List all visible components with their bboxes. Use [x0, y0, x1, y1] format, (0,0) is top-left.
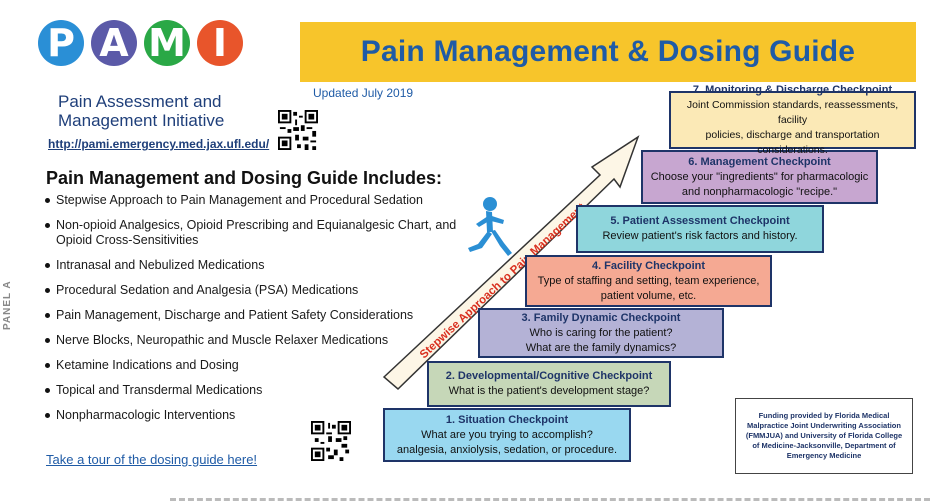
logo-letter-p: P	[38, 20, 84, 66]
step-title: 1. Situation Checkpoint	[445, 413, 569, 426]
step-title: 7. Monitoring & Discharge Checkpoint	[692, 83, 893, 96]
pami-website-link[interactable]: http://pami.emergency.med.jax.ufl.edu/	[48, 137, 270, 151]
step-text: What are you trying to accomplish?	[421, 428, 593, 441]
step-title: 4. Facility Checkpoint	[591, 259, 706, 272]
step-5-patient-assessment: 5. Patient Assessment Checkpoint Review …	[576, 205, 824, 253]
list-item: Pain Management, Discharge and Patient S…	[44, 308, 474, 323]
logo-subtitle-line1: Pain Assessment and	[58, 92, 222, 111]
step-title: 5. Patient Assessment Checkpoint	[610, 215, 790, 227]
step-text: What are the family dynamics?	[525, 341, 677, 354]
logo-subtitle-line2: Management Initiative	[58, 111, 225, 130]
step-6-management: 6. Management Checkpoint Choose your "in…	[641, 150, 878, 204]
list-item: Intranasal and Nebulized Medications	[44, 258, 474, 273]
step-4-facility: 4. Facility Checkpoint Type of staffing …	[525, 255, 772, 307]
list-item: Nonpharmacologic Interventions	[44, 408, 474, 423]
divider	[170, 498, 930, 501]
includes-list: Stepwise Approach to Pain Management and…	[44, 193, 474, 423]
list-item: Non-opioid Analgesics, Opioid Prescribin…	[44, 218, 466, 248]
title-banner: Pain Management & Dosing Guide	[300, 22, 916, 82]
step-text: and nonpharmacologic "recipe."	[681, 185, 838, 198]
pami-logo: P A M I	[38, 20, 243, 66]
tour-link[interactable]: Take a tour of the dosing guide here!	[46, 452, 258, 467]
qr-code-icon[interactable]	[278, 110, 318, 150]
list-item: Procedural Sedation and Analgesia (PSA) …	[44, 283, 474, 298]
step-text: Joint Commission standards, reassessment…	[686, 98, 899, 126]
updated-date: Updated July 2019	[313, 86, 414, 100]
panel-label: PANEL A	[2, 280, 13, 330]
step-7-monitoring-discharge: 7. Monitoring & Discharge Checkpoint Joi…	[669, 84, 916, 156]
logo-letter-m: M	[144, 20, 190, 66]
step-text: patient volume, etc.	[600, 289, 697, 302]
step-text: Type of staffing and setting, team exper…	[537, 274, 760, 287]
logo-letter-a: A	[91, 20, 137, 66]
step-text: policies, discharge and transportation c…	[705, 128, 880, 156]
logo-subtitle: Pain Assessment and Management Initiativ…	[58, 92, 278, 130]
step-2-developmental: 2. Developmental/Cognitive Checkpoint Wh…	[427, 361, 671, 407]
list-item: Nerve Blocks, Neuropathic and Muscle Rel…	[44, 333, 474, 348]
list-item: Topical and Transdermal Medications	[44, 383, 474, 398]
step-text: Review patient's risk factors and histor…	[602, 230, 798, 242]
list-item: Ketamine Indications and Dosing	[44, 358, 474, 373]
step-1-situation: 1. Situation Checkpoint What are you try…	[383, 408, 631, 462]
step-text: analgesia, anxiolysis, sedation, or proc…	[396, 443, 618, 456]
page-title: Pain Management & Dosing Guide	[360, 35, 856, 68]
step-title: 6. Management Checkpoint	[688, 155, 831, 168]
step-title: 2. Developmental/Cognitive Checkpoint	[445, 370, 653, 382]
step-3-family-dynamic: 3. Family Dynamic Checkpoint Who is cari…	[478, 308, 724, 358]
qr-code-tour-icon[interactable]	[311, 421, 351, 461]
logo-letter-i: I	[197, 20, 243, 66]
includes-heading: Pain Management and Dosing Guide Include…	[46, 168, 443, 188]
list-item: Stepwise Approach to Pain Management and…	[44, 193, 474, 208]
step-title: 3. Family Dynamic Checkpoint	[521, 311, 681, 324]
step-text: Choose your "ingredients" for pharmacolo…	[650, 170, 869, 183]
step-text: What is the patient's development stage?	[448, 385, 650, 397]
funding-note: Funding provided by Florida Medical Malp…	[735, 398, 913, 474]
walking-figure-icon	[468, 197, 512, 256]
step-text: Who is caring for the patient?	[529, 326, 673, 339]
